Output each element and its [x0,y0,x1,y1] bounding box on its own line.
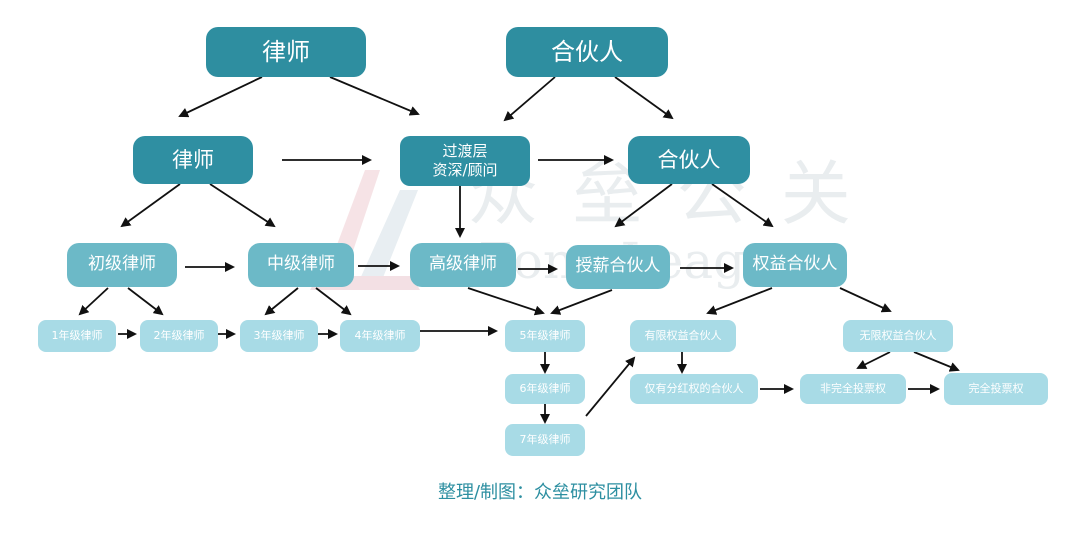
year1-lawyer-box: 1年级律师 [38,320,116,352]
limited-equity-partner-box: 有限权益合伙人 [630,320,736,352]
year5-lawyer-box: 5年级律师 [505,320,585,352]
dividend-only-partner-box: 仅有分红权的合伙人 [630,374,758,404]
top-lawyer-box: 律师 [206,27,366,77]
middle-lawyer-box: 中级律师 [248,243,354,287]
year2-lawyer-box: 2年级律师 [140,320,218,352]
year3-lawyer-box: 3年级律师 [240,320,318,352]
year7-lawyer-box: 7年级律师 [505,424,585,456]
equity-partner-box: 权益合伙人 [743,243,847,287]
transition-layer-box: 过渡层 资深/顾问 [400,136,530,186]
source-caption: 整理/制图：众垒研究团队 [437,482,643,503]
top-partner-box: 合伙人 [506,27,668,77]
salaried-partner-box: 授薪合伙人 [566,245,670,289]
junior-lawyer-box: 初级律师 [67,243,177,287]
mid-lawyer-box: 律师 [133,136,253,184]
year6-lawyer-box: 6年级律师 [505,374,585,404]
mid-partner-box: 合伙人 [628,136,750,184]
year4-lawyer-box: 4年级律师 [340,320,420,352]
unlimited-equity-partner-box: 无限权益合伙人 [843,320,953,352]
full-voting-right-box: 完全投票权 [944,373,1048,405]
senior-lawyer-box: 高级律师 [410,243,516,287]
partial-voting-right-box: 非完全投票权 [800,374,906,404]
